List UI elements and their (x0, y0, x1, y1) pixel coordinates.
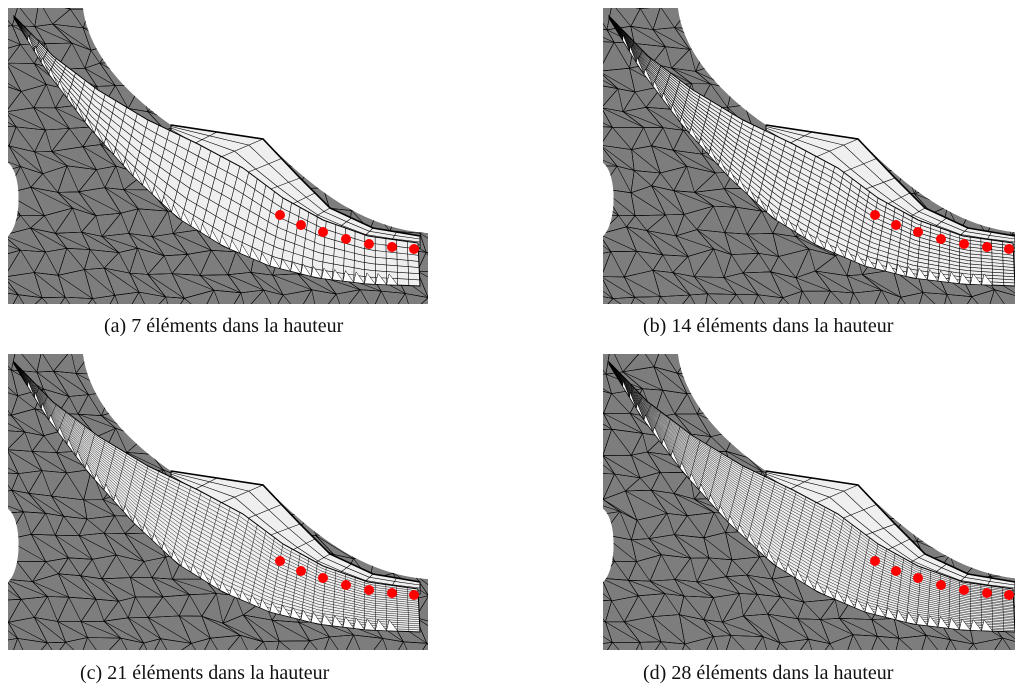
panel-a (8, 8, 428, 304)
caption-d: (d) 28 éléments dans la hauteur (643, 662, 894, 684)
mesh-image-b (603, 8, 1015, 304)
mesh-image-d (603, 354, 1015, 650)
caption-b: (b) 14 éléments dans la hauteur (643, 315, 894, 337)
panel-d (603, 354, 1015, 650)
mesh-image-c (8, 354, 428, 650)
caption-c: (c) 21 éléments dans la hauteur (80, 662, 330, 684)
caption-a: (a) 7 éléments dans la hauteur (104, 315, 344, 337)
panel-c (8, 354, 428, 650)
mesh-image-a (8, 8, 428, 304)
panel-b (603, 8, 1015, 304)
